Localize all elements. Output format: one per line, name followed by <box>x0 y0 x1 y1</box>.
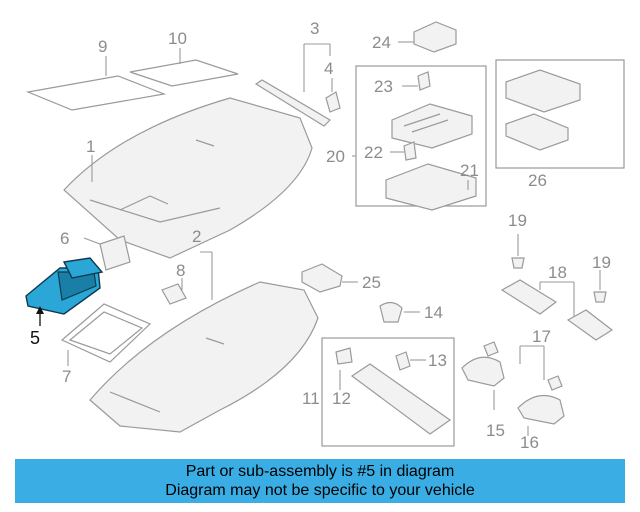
part-10-panel: 10 <box>129 29 239 87</box>
callout-18: 18 <box>548 263 567 282</box>
callout-3: 3 <box>310 19 319 38</box>
banner-line-1: Part or sub-assembly is #5 in diagram <box>185 463 455 480</box>
group-box-visor <box>321 337 455 447</box>
part-7-frame: 7 <box>60 303 152 386</box>
part-console-lamp <box>391 103 473 149</box>
callout-16: 16 <box>520 433 539 452</box>
callout-9: 9 <box>98 37 107 56</box>
info-banner: Part or sub-assembly is #5 in diagram Di… <box>15 459 625 503</box>
part-visor <box>350 363 452 435</box>
part-1-headliner: 1 <box>63 97 313 259</box>
part-8-clip: 8 <box>161 261 187 305</box>
callout-22: 22 <box>364 143 383 162</box>
part-21-frame: 21 <box>385 161 479 211</box>
callout-20: 20 <box>326 147 345 166</box>
part-9-panel: 9 <box>25 37 167 111</box>
part-2-headliner: 2 <box>89 227 319 433</box>
part-18-brackets <box>500 279 614 341</box>
part-26-lamp <box>505 69 581 151</box>
callout-23: 23 <box>374 77 393 96</box>
part-13-clip <box>395 351 426 371</box>
part-16-handle <box>517 394 565 436</box>
part-23-bulb: 23 <box>374 71 431 96</box>
part-14-clip: 14 <box>379 301 443 323</box>
part-19-screw-b <box>593 270 607 303</box>
callout-21: 21 <box>460 161 479 180</box>
callout-17: 17 <box>532 327 551 346</box>
callout-26: 26 <box>528 171 547 190</box>
callout-5: 5 <box>30 328 40 348</box>
part-5-highlighted: 5 <box>25 257 104 348</box>
part-11-12-mount <box>335 347 353 390</box>
callout-12: 12 <box>332 389 351 408</box>
callout-24: 24 <box>372 33 391 52</box>
part-22-bulb: 22 <box>364 141 417 162</box>
parts-diagram: 9 10 1 3 4 24 20 23 <box>25 19 625 452</box>
callout-25: 25 <box>362 273 381 292</box>
part-6-housing: 6 <box>60 229 131 271</box>
callout-10: 10 <box>168 29 187 48</box>
part-15-handle <box>461 356 505 410</box>
part-3-rail: 3 <box>254 19 331 127</box>
callout-4: 4 <box>324 59 333 78</box>
part-17-clips <box>483 341 563 391</box>
callout-14: 14 <box>424 303 443 322</box>
callout-19b: 19 <box>592 253 611 272</box>
part-24-switch: 24 <box>372 21 457 53</box>
callout-7: 7 <box>62 367 71 386</box>
callout-15: 15 <box>486 421 505 440</box>
group-box-26 <box>495 59 625 169</box>
banner-line-2: Diagram may not be specific to your vehi… <box>165 482 475 499</box>
part-4-clip: 4 <box>324 59 341 113</box>
callout-2: 2 <box>192 227 201 246</box>
callout-8: 8 <box>176 261 185 280</box>
callout-13: 13 <box>428 351 447 370</box>
callout-6: 6 <box>60 229 69 248</box>
part-19-screw-a <box>511 234 525 269</box>
callout-11: 11 <box>302 389 320 408</box>
part-25-lamp: 25 <box>301 263 381 293</box>
callout-19a: 19 <box>508 211 527 230</box>
callout-1: 1 <box>86 137 95 156</box>
